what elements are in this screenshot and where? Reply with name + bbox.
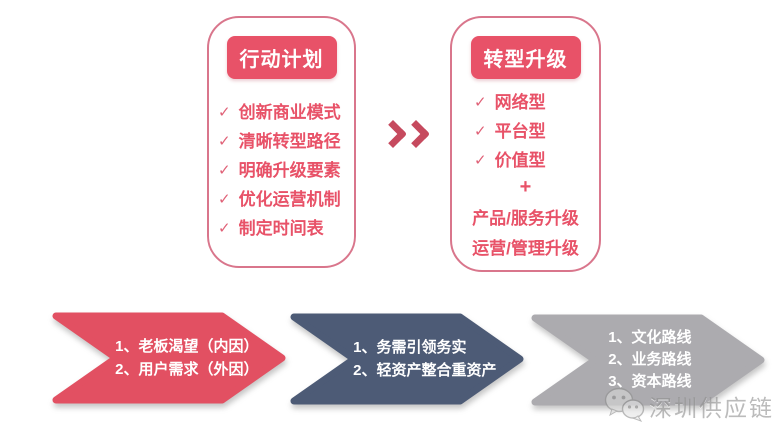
checklist-item: ✓ 明确升级要素	[218, 162, 352, 179]
watermark-text: 深圳供应链	[649, 395, 774, 421]
transform-upgrade-box: 转型升级 ✓ 网络型 ✓ 平台型 ✓ 价值型 + 产品/服务升级 运营/管理升级	[450, 16, 601, 272]
action-plan-box: 行动计划 ✓ 创新商业模式 ✓ 清晰转型路径 ✓ 明确升级要素 ✓ 优化运营机制…	[207, 16, 356, 268]
plus-sign: +	[519, 176, 532, 198]
transform-upgrade-checklist: ✓ 网络型 ✓ 平台型 ✓ 价值型	[474, 94, 597, 181]
checklist-item-label: 平台型	[494, 122, 546, 141]
action-plan-title-badge: 行动计划	[226, 36, 337, 79]
upgrade-line: 运营/管理升级	[472, 239, 579, 258]
checklist-item-label: 价值型	[494, 151, 546, 170]
checklist-item-label: 创新商业模式	[238, 103, 341, 122]
checkmark-icon: ✓	[474, 94, 487, 111]
arrow-text: 1、文化路线 2、业务路线 3、资本路线	[608, 327, 762, 393]
arrow-text: 1、务需引领务实 2、轻资产整合重资产	[353, 336, 522, 382]
checklist-item: ✓ 清晰转型路径	[218, 133, 352, 150]
checkmark-icon: ✓	[218, 104, 231, 121]
arrow-right-shape	[531, 314, 765, 406]
checklist-item-label: 网络型	[494, 93, 546, 112]
double-chevron-right-icon	[378, 119, 431, 149]
checkmark-icon: ✓	[474, 152, 487, 169]
watermark: 深圳供应链	[603, 386, 774, 426]
checklist-item-label: 明确升级要素	[238, 161, 341, 180]
arrow-line: 1、务需引领务实	[353, 339, 467, 356]
checklist-item: ✓ 价值型	[474, 152, 597, 169]
checklist-item-label: 优化运营机制	[238, 190, 341, 209]
wechat-icon	[604, 387, 645, 422]
arrow-line: 3、资本路线	[608, 373, 692, 390]
arrow-line: 1、老板渴望（内因）	[115, 338, 259, 355]
arrow-text: 1、老板渴望（内因） 2、用户需求（外因）	[115, 335, 284, 381]
arrow-line: 2、用户需求（外因）	[115, 361, 259, 378]
arrow-line: 1、文化路线	[608, 329, 692, 346]
checklist-item: ✓ 制定时间表	[218, 220, 352, 237]
checkmark-icon: ✓	[218, 220, 231, 237]
upgrade-extra-lines: 产品/服务升级 运营/管理升级	[452, 204, 599, 264]
flow-arrow-routes: 1、文化路线 2、业务路线 3、资本路线	[531, 314, 765, 406]
action-plan-checklist: ✓ 创新商业模式 ✓ 清晰转型路径 ✓ 明确升级要素 ✓ 优化运营机制 ✓ 制定…	[218, 104, 352, 249]
chevron-right-icon	[401, 119, 431, 149]
checkmark-icon: ✓	[218, 133, 231, 150]
flow-arrow-drivers: 1、老板渴望（内因） 2、用户需求（外因）	[52, 312, 286, 404]
checklist-item: ✓ 创新商业模式	[218, 104, 352, 121]
checklist-item-label: 清晰转型路径	[238, 132, 341, 151]
checkmark-icon: ✓	[218, 162, 231, 179]
checklist-item: ✓ 平台型	[474, 123, 597, 140]
arrow-line: 2、业务路线	[608, 351, 692, 368]
arrow-right-shape	[52, 312, 286, 404]
checkmark-icon: ✓	[474, 123, 487, 140]
arrow-right-shape	[290, 313, 524, 405]
checklist-item-label: 制定时间表	[238, 219, 324, 238]
arrow-line: 2、轻资产整合重资产	[353, 362, 497, 379]
checklist-item: ✓ 网络型	[474, 94, 597, 111]
transform-upgrade-title-badge: 转型升级	[470, 36, 581, 79]
checklist-item: ✓ 优化运营机制	[218, 191, 352, 208]
flow-arrow-integration: 1、务需引领务实 2、轻资产整合重资产	[290, 313, 524, 405]
checkmark-icon: ✓	[218, 191, 231, 208]
upgrade-line: 产品/服务升级	[472, 209, 579, 228]
